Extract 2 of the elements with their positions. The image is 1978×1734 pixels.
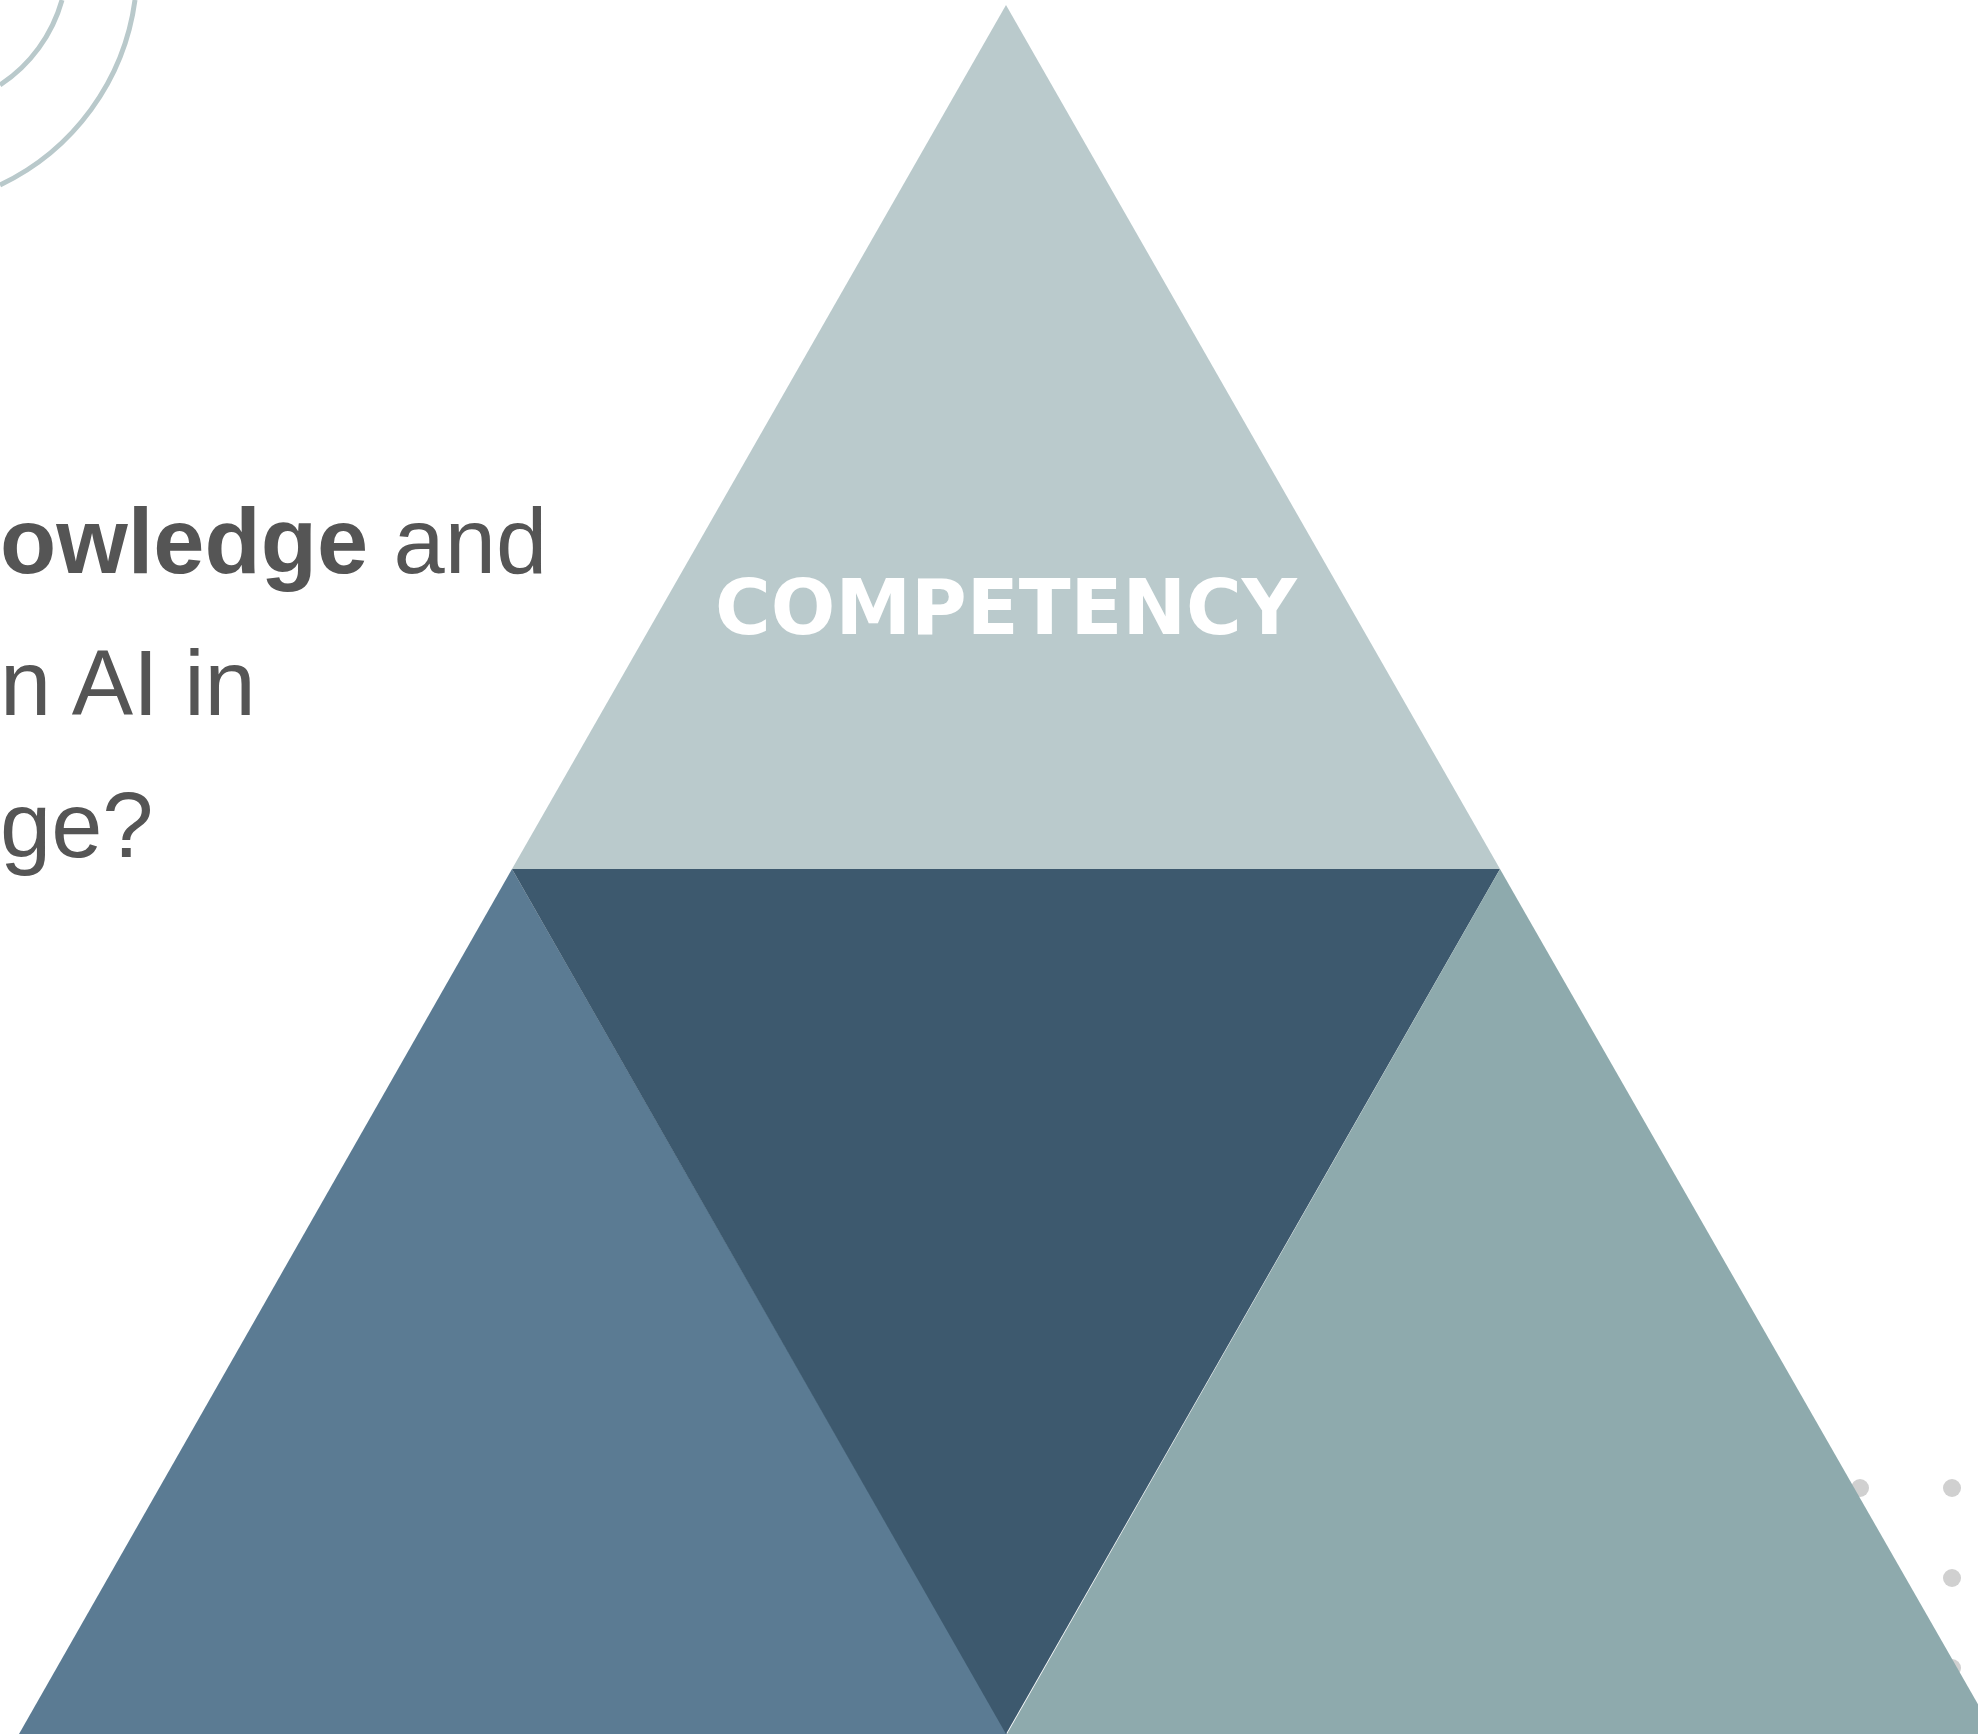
question-text: owledge and n AI in ge? xyxy=(0,489,549,878)
segment-title: COMPETENCY xyxy=(715,562,1297,652)
